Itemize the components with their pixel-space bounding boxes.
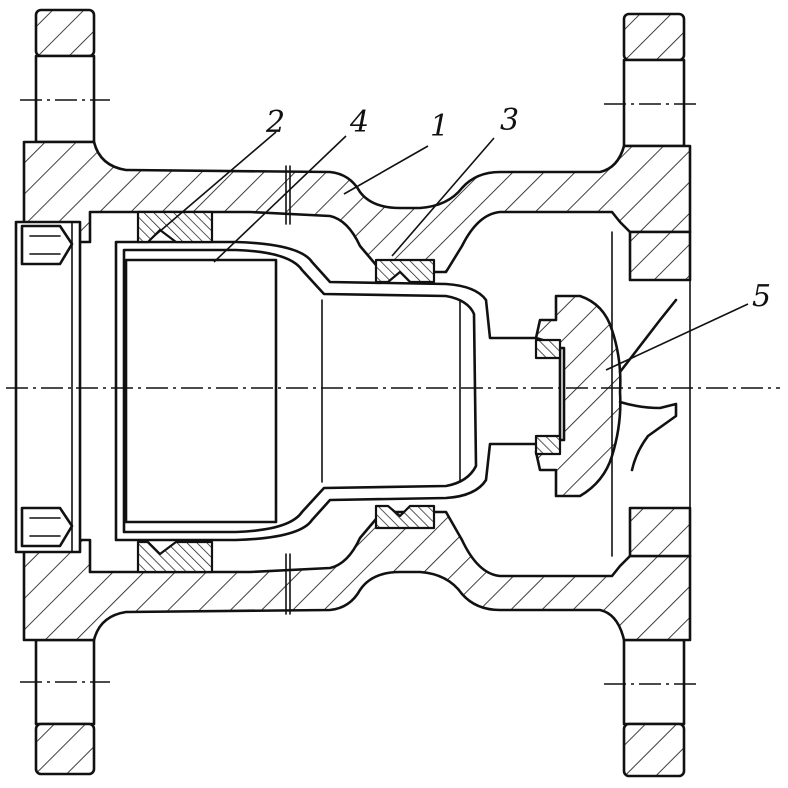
leader-2 bbox=[151, 131, 277, 239]
inlet-ring-outline bbox=[14, 220, 82, 554]
callout-4: 4 bbox=[349, 105, 369, 140]
right-flange-top-bolt-hole bbox=[622, 58, 686, 148]
outlet-ring-upper bbox=[628, 230, 692, 282]
disc-upper-seal bbox=[534, 338, 562, 360]
disc-lower-seal bbox=[534, 434, 562, 456]
callout-5: 5 bbox=[752, 279, 771, 314]
upper-bolt bbox=[20, 224, 74, 266]
right-outlet-ring bbox=[611, 230, 692, 558]
upper-seal-ring bbox=[136, 210, 214, 244]
callout-3: 3 bbox=[500, 103, 519, 138]
upper-gland-seal bbox=[374, 258, 436, 284]
lower-seal-ring bbox=[136, 540, 214, 574]
callout-2: 2 bbox=[265, 105, 285, 140]
outlet-ring-lower bbox=[628, 506, 692, 558]
left-flange-top-segment bbox=[34, 8, 96, 58]
left-inlet-ring bbox=[14, 220, 129, 554]
right-flange bbox=[604, 12, 700, 778]
left-flange-bottom-segment bbox=[34, 722, 96, 776]
callout-1: 1 bbox=[430, 109, 449, 144]
right-flange-bottom-segment bbox=[622, 722, 686, 778]
disc-spring bbox=[618, 400, 678, 472]
right-flange-bottom-bolt-hole bbox=[622, 638, 686, 726]
leader-3 bbox=[391, 137, 495, 257]
leader-5 bbox=[605, 303, 749, 371]
left-flange-top-bolt-hole bbox=[34, 54, 96, 144]
valve-sleeve bbox=[114, 240, 562, 542]
leader-4 bbox=[213, 135, 347, 263]
right-flange-top-segment bbox=[622, 12, 686, 62]
disc-support-arm bbox=[618, 298, 678, 374]
leader-1 bbox=[343, 145, 429, 195]
lower-gland-seal bbox=[374, 504, 436, 530]
lower-bolt bbox=[20, 506, 74, 548]
